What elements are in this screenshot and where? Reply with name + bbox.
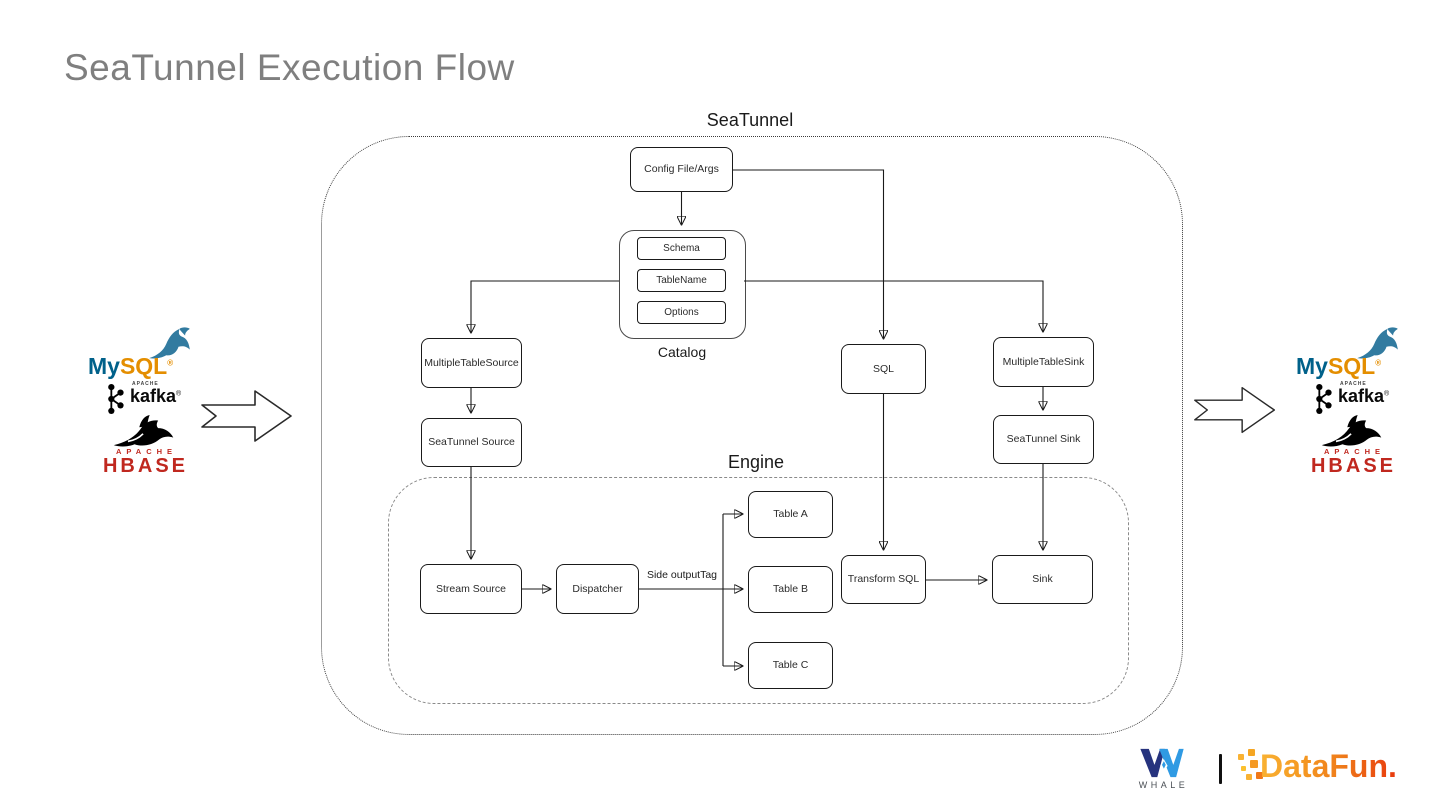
whale-label-text: WHALE <box>1138 780 1189 790</box>
node-sink: Sink <box>992 555 1093 604</box>
kafka-label-text: kafka <box>130 386 177 406</box>
hbase-apache-text: APACHE <box>115 447 178 456</box>
node-tablename: TableName <box>637 269 726 292</box>
hbase-orca-icon <box>1321 414 1382 447</box>
node-seatunnel-sink: SeaTunnel Sink <box>993 415 1094 464</box>
node-sql: SQL <box>841 344 926 394</box>
mysql-sql-text: SQL <box>119 353 168 379</box>
datafun-pixel <box>1250 760 1258 768</box>
mysql-my-text: My <box>88 353 120 379</box>
node-stream-source: Stream Source <box>420 564 522 614</box>
node-table-a: Table A <box>748 491 833 538</box>
kafka-apache-text: APACHE <box>132 381 159 387</box>
flow-arrow-right <box>1194 386 1276 434</box>
datafun-pixel <box>1246 774 1252 780</box>
mysql-dolphin-icon <box>149 327 190 359</box>
hbase-label-text: HBASE <box>102 455 188 477</box>
node-schema: Schema <box>637 237 726 260</box>
mysql-reg-mark: ® <box>167 358 174 368</box>
node-transform-sql: Transform SQL <box>841 555 926 604</box>
kafka-icon <box>108 383 124 415</box>
node-table-c: Table C <box>748 642 833 689</box>
datafun-pixel <box>1248 749 1255 756</box>
footer-logo-divider: | <box>1219 754 1222 784</box>
seatunnel-container <box>321 136 1183 735</box>
datafun-label-text: DataFun. <box>1260 748 1397 784</box>
node-multiple-table-source: MultipleTableSource <box>421 338 522 388</box>
node-dispatcher: Dispatcher <box>556 564 639 614</box>
node-seatunnel-source: SeaTunnel Source <box>421 418 522 467</box>
hbase-label-text: HBASE <box>1310 455 1396 477</box>
kafka-apache-text: APACHE <box>1340 381 1367 387</box>
node-multiple-table-sink: MultipleTableSink <box>993 337 1094 387</box>
hbase-apache-text: APACHE <box>1323 447 1386 456</box>
mysql-logo: MySQL® <box>1296 353 1381 380</box>
node-table-b: Table B <box>748 566 833 613</box>
mysql-dolphin-icon <box>1357 327 1398 359</box>
kafka-label-text: kafka <box>1338 386 1385 406</box>
seatunnel-label: SeaTunnel <box>706 110 794 130</box>
node-config-file-args: Config File/Args <box>630 147 733 192</box>
flow-arrow-left <box>201 390 292 442</box>
kafka-reg-mark: ® <box>1384 390 1390 398</box>
hbase-orca-icon <box>113 414 174 447</box>
whale-w-icon <box>1140 748 1184 778</box>
mysql-reg-mark: ® <box>1375 358 1382 368</box>
node-options: Options <box>637 301 726 324</box>
engine-label: Engine <box>727 452 785 472</box>
side-output-tag-label: Side outputTag <box>644 569 720 581</box>
datafun-logo: DataFun. <box>1236 746 1426 794</box>
page-title: SeaTunnel Execution Flow <box>64 47 515 88</box>
kafka-icon <box>1316 383 1332 415</box>
mysql-my-text: My <box>1296 353 1328 379</box>
kafka-reg-mark: ® <box>176 390 182 398</box>
catalog-items: Schema TableName Options <box>637 237 726 324</box>
whale-logo: WHALE <box>1130 745 1194 793</box>
datafun-pixel <box>1241 766 1246 771</box>
datafun-pixel <box>1238 754 1244 760</box>
engine-container <box>388 477 1129 704</box>
datafun-pixel <box>1256 772 1263 779</box>
mysql-logo: MySQL® <box>88 353 173 380</box>
catalog-label: Catalog <box>657 344 707 360</box>
mysql-sql-text: SQL <box>1327 353 1376 379</box>
